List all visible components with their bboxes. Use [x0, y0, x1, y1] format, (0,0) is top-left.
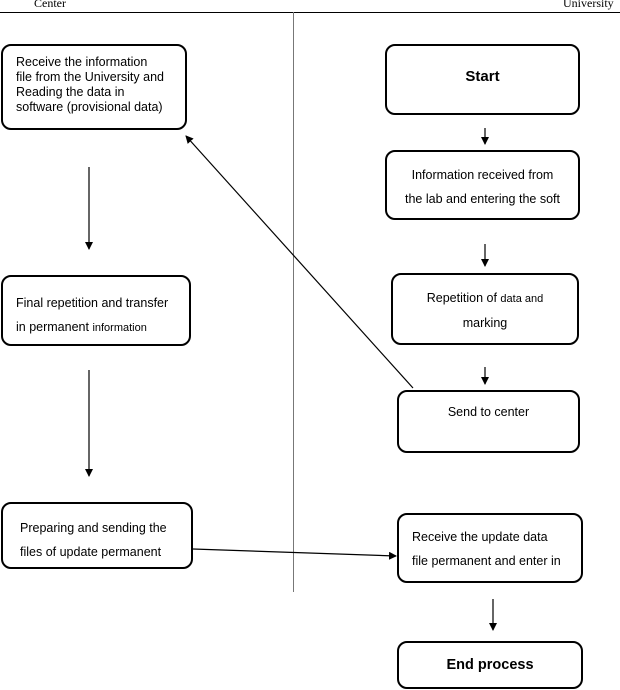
- box-receive-update-line2: file permanent and enter in: [412, 554, 561, 568]
- box-final-repetition-line2-small: information: [92, 322, 147, 334]
- box-repetition-marking-line1-small: data and: [500, 293, 544, 305]
- lane-label-university: University: [563, 0, 614, 10]
- box-final-repetition-line2: in permanent information: [16, 315, 189, 340]
- box-send-to-center: Send to center: [397, 390, 580, 453]
- box-final-repetition: Final repetition and transfer in permane…: [1, 275, 191, 346]
- box-preparing-sending-line2: files of update permanent: [20, 545, 162, 559]
- box-receive-information-line2: file from the University and: [16, 70, 164, 84]
- lane-label-center: Center: [34, 0, 66, 10]
- box-information-received: Information received from the lab and en…: [385, 150, 580, 220]
- box-information-received-line1: Information received from: [411, 168, 554, 182]
- box-end-process: End process: [397, 641, 583, 689]
- box-start: Start: [385, 44, 580, 115]
- box-repetition-marking-line1-main: Repetition of: [426, 291, 501, 305]
- box-repetition-marking-line1: Repetition of data and: [393, 286, 577, 311]
- box-receive-information-line4: software (provisional data): [16, 100, 163, 114]
- box-start-label: Start: [465, 68, 500, 85]
- box-final-repetition-line1: Final repetition and transfer: [16, 296, 169, 310]
- box-receive-update-line1: Receive the update data: [412, 530, 548, 544]
- box-receive-information-line1: Receive the information: [16, 55, 148, 69]
- box-receive-information-line3: Reading the data in: [16, 85, 125, 99]
- box-receive-information: Receive the information file from the Un…: [1, 44, 187, 130]
- box-preparing-sending-line1: Preparing and sending the: [20, 521, 167, 535]
- arrow-send-to-center: [185, 135, 414, 389]
- box-preparing-sending: Preparing and sending the files of updat…: [1, 502, 193, 569]
- box-send-to-center-label: Send to center: [447, 405, 530, 419]
- box-receive-update: Receive the update data file permanent a…: [397, 513, 583, 583]
- box-repetition-marking: Repetition of data and marking: [391, 273, 579, 345]
- arrow-preparing-to-update: [192, 548, 397, 560]
- box-end-process-label: End process: [446, 657, 534, 673]
- box-repetition-marking-line2: marking: [462, 316, 508, 330]
- box-information-received-line2: the lab and entering the soft: [405, 192, 560, 206]
- box-final-repetition-line2-main: in permanent: [16, 320, 93, 334]
